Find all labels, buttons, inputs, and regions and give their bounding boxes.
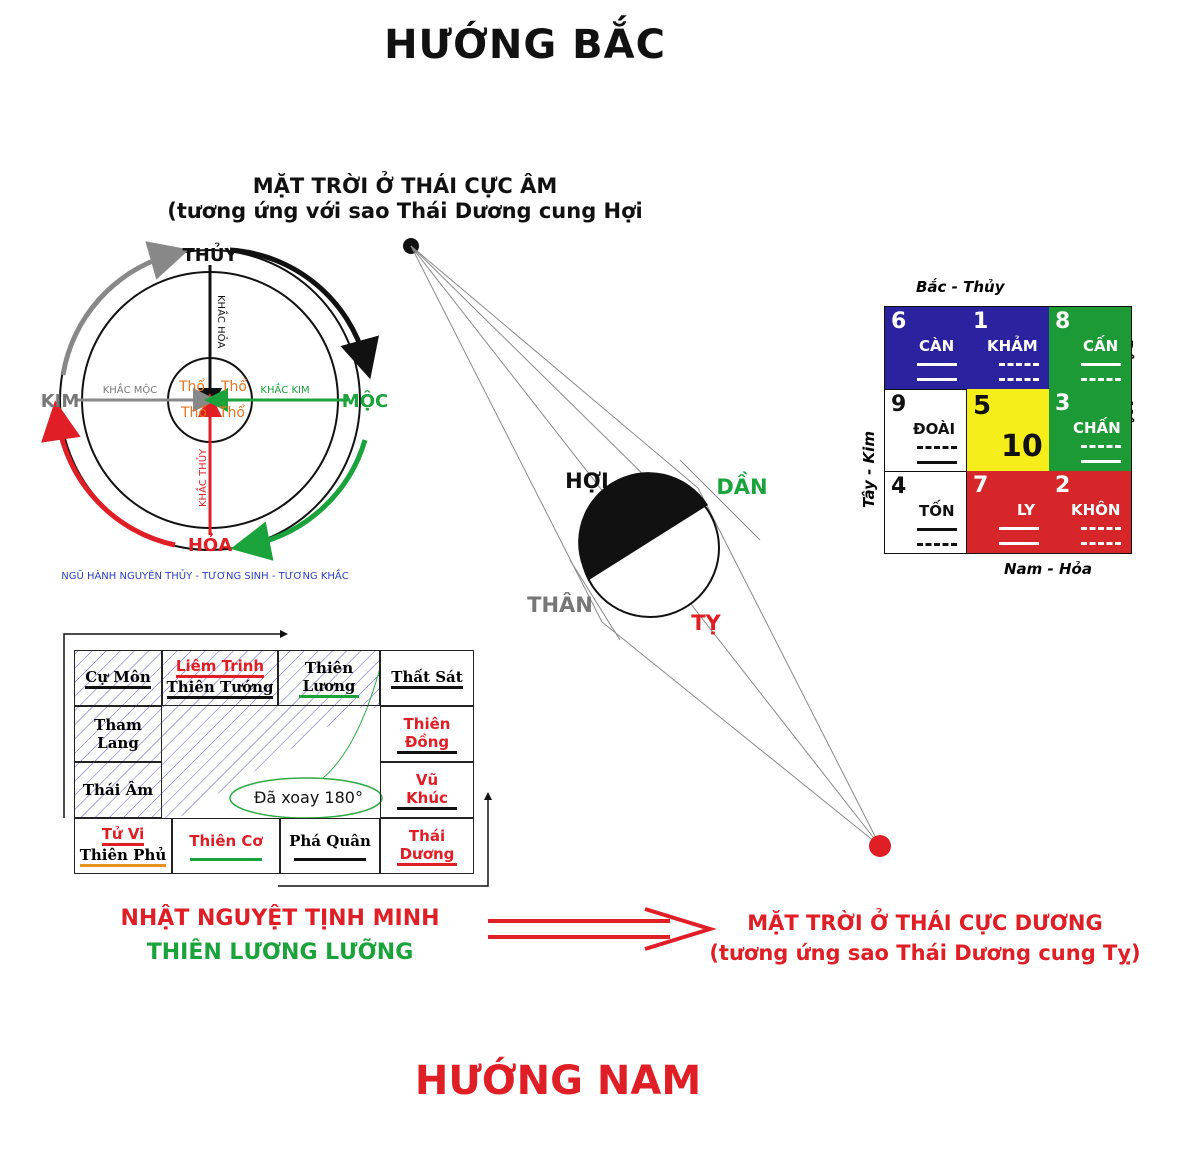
- khac-moc-label: KHẮC MỘC: [103, 382, 158, 396]
- moon-dark-half: [578, 472, 708, 580]
- south-title: HƯỚNG NAM: [414, 1058, 702, 1104]
- cell-thai-am: Thái Âm: [74, 762, 162, 818]
- khac-hoa-label: KHẮC HỎA: [215, 295, 229, 348]
- trigram-icon: [1081, 363, 1121, 381]
- nhat-nguyet-caption: NHẬT NGUYỆT TỊNH MINH THIÊN LƯƠNG LƯỠNG: [40, 902, 520, 970]
- nhat-line1: NHẬT NGUYỆT TỊNH MINH: [120, 906, 440, 931]
- arrow-moc-hoa: [230, 439, 368, 561]
- cell-center: 5 10: [967, 389, 1049, 471]
- cell-ly: 7 LY: [967, 471, 1049, 553]
- cell-cu-mon: Cự Môn: [74, 650, 162, 706]
- sun-yin-caption: MẶT TRỜI Ở THÁI CỰC ÂM (tương ứng với sa…: [160, 174, 650, 224]
- than-label: THÂN: [527, 592, 593, 617]
- dan-label: DẦN: [716, 471, 767, 499]
- wuxing-caption: NGŨ HÀNH NGUYÊN THỦY - TƯƠNG SINH - TƯƠN…: [61, 568, 349, 582]
- arrow-thuy-moc: [229, 247, 379, 380]
- arrow-hoa-kim: [41, 400, 176, 548]
- cell-khon: 2 KHÔN: [1049, 471, 1131, 553]
- cell-ton: 4 TỐN: [885, 471, 967, 553]
- thuy-label: THỦY: [183, 242, 239, 266]
- cell-tham-lang: Tham Lang: [74, 706, 162, 762]
- cell-pha-quan: Phá Quân: [280, 818, 380, 874]
- tho-label-1: Thổ: [178, 378, 205, 395]
- cell-thai-duong: Thái Dương: [380, 818, 474, 874]
- cell-kham: 1 KHẢM: [967, 307, 1049, 389]
- sun-diagram: HỢI DẦN THÂN TỴ: [403, 238, 891, 857]
- cell-vu-khuc: Vũ Khúc: [380, 762, 474, 818]
- cell-that-sat: Thất Sát: [380, 650, 474, 706]
- tho-label-2: Thổ: [220, 378, 247, 395]
- trigram-icon: [1081, 445, 1121, 463]
- north-title: HƯỚNG BẮC: [384, 22, 666, 68]
- tuvi-chart: Cự Môn Liêm Trinh Thiên Tướng Thiên Lươn…: [58, 628, 498, 898]
- bagua-frame: 6 CÀN 1 KHẢM 8 CẤN 9 ĐOÀI 5 10 3 CHẤN: [884, 306, 1132, 554]
- hoa-label: HỎA: [188, 532, 232, 556]
- trigram-icon: [917, 446, 957, 464]
- double-arrow: [488, 907, 717, 951]
- trigram-icon: [999, 527, 1039, 545]
- tho-label-4: Thổ: [218, 404, 245, 421]
- ty-label: TỴ: [691, 611, 721, 635]
- moc-label: MỘC: [342, 390, 388, 412]
- cell-thien-luong: Thiên Lương: [278, 650, 380, 706]
- trigram-icon: [1081, 527, 1121, 545]
- sun-yang-dot: [869, 835, 891, 857]
- sun-yang-caption: MẶT TRỜI Ở THÁI CỰC DƯƠNG (tương ứng sao…: [690, 908, 1160, 968]
- kim-label: KIM: [41, 391, 80, 412]
- sun-yin-line2: (tương ứng với sao Thái Dương cung Hợi: [167, 199, 643, 223]
- arrow-kim-thuy: [60, 241, 190, 376]
- cell-can-ne: 8 CẤN: [1049, 307, 1131, 389]
- khac-thuy-label: KHẮC THỦY: [195, 448, 209, 507]
- sun-yang-line2: (tương ứng sao Thái Dương cung Tỵ): [709, 941, 1141, 965]
- cell-tu-vi: Tử Vi Thiên Phủ: [74, 818, 172, 874]
- bagua-grid: Bắc - Thủy Nam - Hỏa Đông - Mộc Tây - Ki…: [856, 278, 1160, 578]
- bagua-west: Tây - Kim: [860, 431, 878, 508]
- sun-yang-line1: MẶT TRỜI Ở THÁI CỰC DƯƠNG: [747, 911, 1103, 935]
- bagua-south: Nam - Hỏa: [1004, 560, 1092, 578]
- cell-thien-dong: Thiên Đồng: [380, 706, 474, 762]
- nhat-line2: THIÊN LƯƠNG LƯỠNG: [146, 940, 414, 965]
- hoi-label: HỢI: [565, 469, 609, 493]
- cell-can: 6 CÀN: [885, 307, 967, 389]
- trigram-icon: [999, 363, 1039, 381]
- cell-chan: 3 CHẤN: [1049, 389, 1131, 471]
- bagua-north: Bắc - Thủy: [916, 278, 1005, 296]
- cell-doai: 9 ĐOÀI: [885, 389, 967, 471]
- tho-label-3: Thổ: [180, 404, 207, 421]
- outer-ring: [59, 249, 361, 551]
- cell-liem-trinh: Liêm Trinh Thiên Tướng: [162, 650, 278, 706]
- trigram-icon: [917, 528, 957, 546]
- rotated-label: Đã xoay 180°: [254, 788, 363, 807]
- khac-kim-label: KHẮC KIM: [260, 382, 309, 396]
- wuxing-diagram: THỦY MỘC KIM HỎA Thổ Thổ Thổ Thổ KHẮC MỘ…: [41, 241, 388, 582]
- sun-yin-line1: MẶT TRỜI Ở THÁI CỰC ÂM: [252, 174, 558, 198]
- cell-thien-co: Thiên Cơ: [172, 818, 280, 874]
- trigram-icon: [917, 363, 957, 381]
